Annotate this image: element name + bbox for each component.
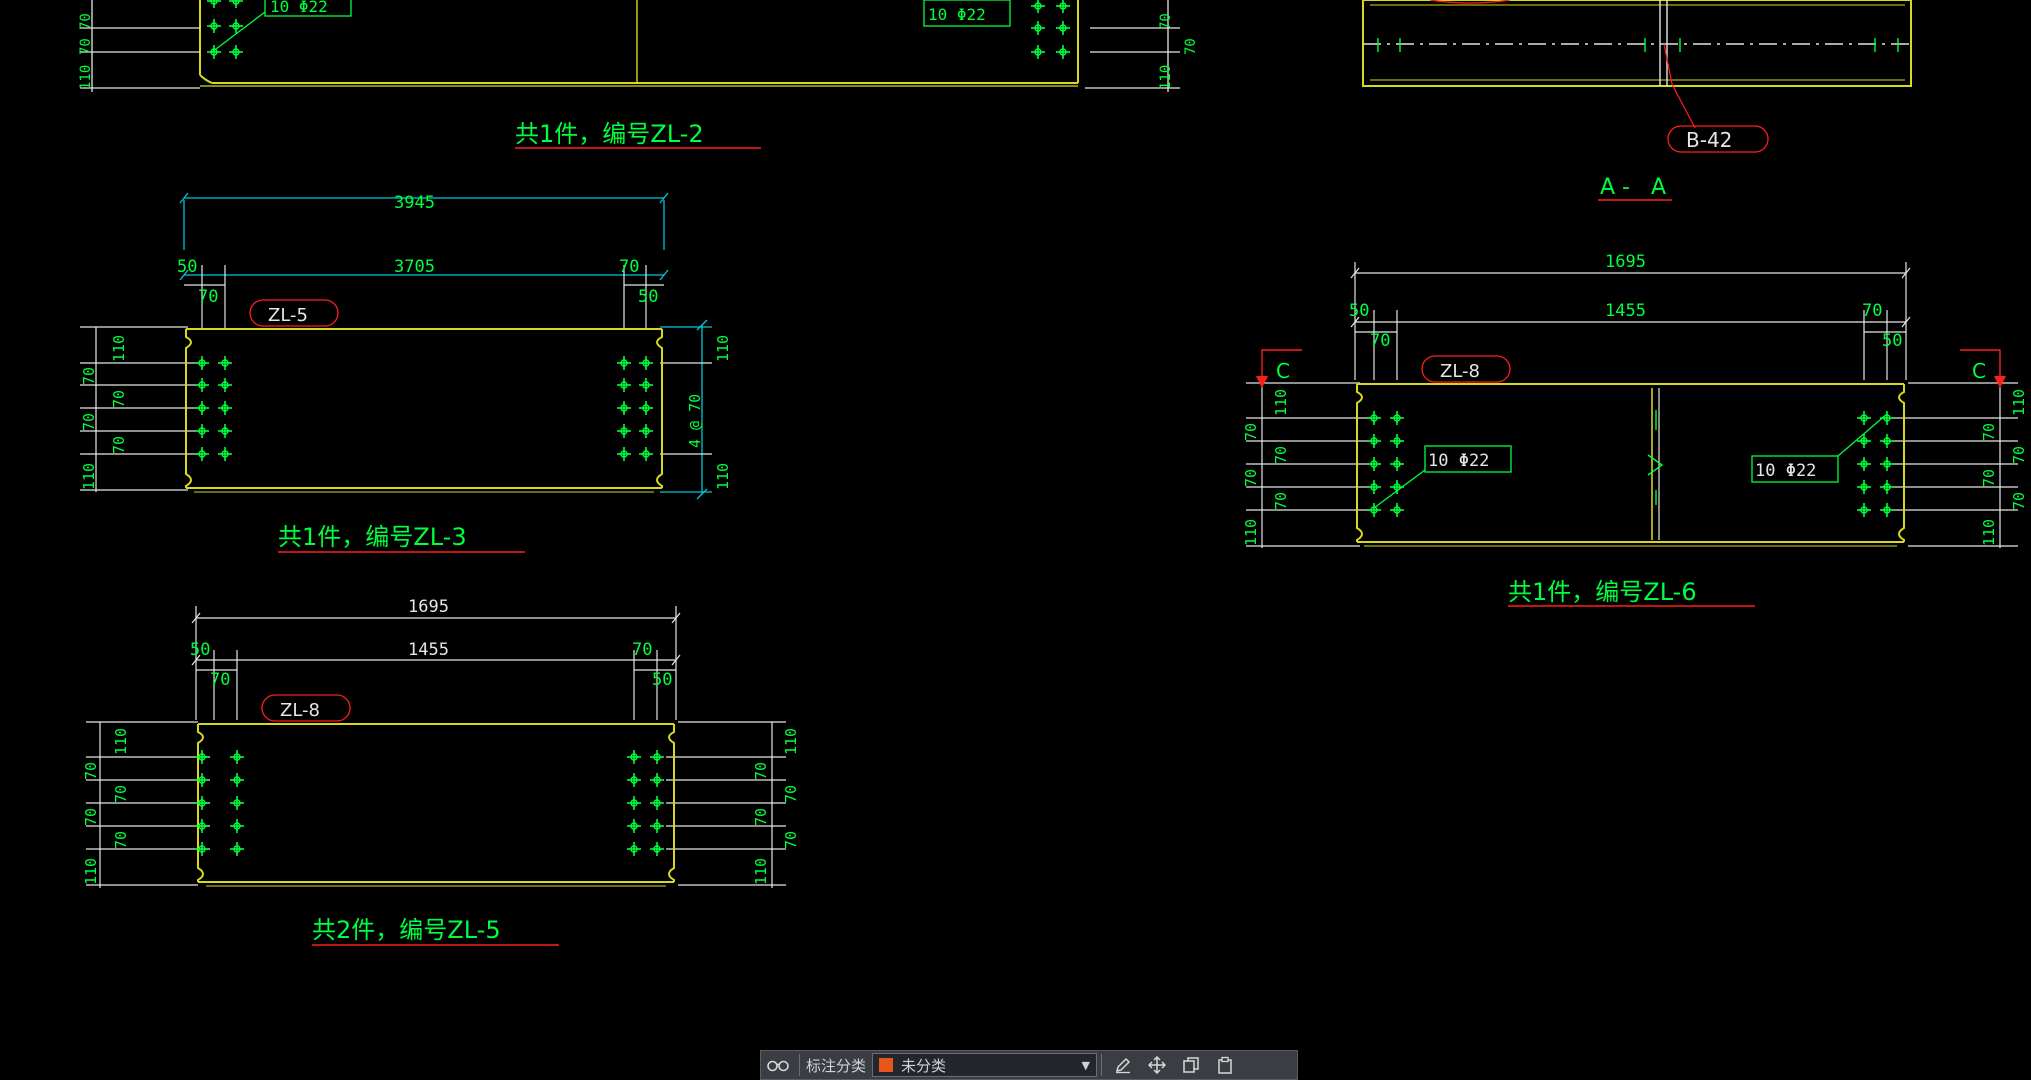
zl3-row-pitch: 70 bbox=[80, 413, 98, 431]
zl6-row-pitch: 70 bbox=[1980, 469, 1998, 487]
zl2-caption: 共1件，编号ZL-2 bbox=[515, 120, 704, 148]
zl6-row-pitch: 70 bbox=[1272, 446, 1290, 464]
zl5-tag: ZL-8 bbox=[280, 700, 320, 721]
zl5-row-pitch: 70 bbox=[752, 762, 770, 780]
zl5-dim-left-gauge: 70 bbox=[210, 670, 230, 690]
zl5-row-pitch: 70 bbox=[82, 808, 100, 826]
chevron-down-icon: ▼ bbox=[1081, 1058, 1091, 1072]
zl5-elevation: ZL-8 1695 1455 50 70 70 50 110 70 70 70 … bbox=[82, 597, 800, 946]
category-color-swatch bbox=[879, 1058, 894, 1072]
zl5-caption: 共2件，编号ZL-5 bbox=[312, 916, 501, 944]
toolbar-divider bbox=[799, 1054, 800, 1076]
zl2-note-right: 10 Φ22 bbox=[928, 5, 986, 24]
zl6-dim-left-gauge: 70 bbox=[1370, 331, 1390, 351]
zl6-dim-inner: 1455 bbox=[1605, 301, 1646, 321]
zl6-note-right: 10 Φ22 bbox=[1755, 461, 1816, 481]
zl3-tag: ZL-5 bbox=[268, 305, 308, 326]
zl3-dim-right-gauge: 70 bbox=[619, 257, 639, 277]
zl5-row-end: 110 bbox=[752, 858, 770, 885]
annotation-toolbar: 标注分类 未分类 ▼ bbox=[760, 1050, 1298, 1080]
zl6-row-pitch: 70 bbox=[1242, 423, 1260, 441]
zl6-row-end: 110 bbox=[1242, 519, 1260, 546]
zl6-elevation: 10 Φ22 10 Φ22 ZL-8 C C 1695 1455 50 70 7… bbox=[1242, 252, 2028, 607]
zl5-row-pitch: 70 bbox=[82, 762, 100, 780]
zl3-row-end-right-bottom: 110 bbox=[714, 463, 732, 490]
annotation-category-value: 未分类 bbox=[901, 1056, 947, 1075]
copy-icon[interactable] bbox=[1174, 1053, 1208, 1077]
zl5-row-pitch: 70 bbox=[752, 808, 770, 826]
zl3-row-pitch: 70 bbox=[110, 436, 128, 454]
zl3-dim-overall: 3945 bbox=[394, 193, 435, 213]
svg-text:70: 70 bbox=[1158, 13, 1174, 30]
zl2-elevation: 10 Φ22 10 Φ22 70 70 110 70 70 110 共1件，编号… bbox=[78, 0, 1199, 149]
zl3-row-pitch: 70 bbox=[110, 390, 128, 408]
zl6-tag: ZL-8 bbox=[1440, 361, 1480, 382]
zl6-row-pitch: 70 bbox=[2010, 492, 2028, 510]
paste-icon[interactable] bbox=[1208, 1053, 1242, 1077]
annotation-category-select[interactable]: 未分类 ▼ bbox=[872, 1053, 1098, 1077]
zl6-row-pitch: 70 bbox=[1272, 492, 1290, 510]
zl3-row-end-top: 110 bbox=[110, 335, 128, 362]
zl5-row-end: 110 bbox=[82, 858, 100, 885]
section-aa: B-42 A - A bbox=[1362, 0, 1912, 201]
zl6-row-end: 110 bbox=[1272, 389, 1290, 416]
zl3-dim-left-gauge: 70 bbox=[198, 287, 218, 307]
zl5-row-pitch: 70 bbox=[782, 831, 800, 849]
svg-text:70: 70 bbox=[78, 38, 94, 55]
edit-pen-icon[interactable] bbox=[1106, 1053, 1140, 1077]
zl5-dim-right-edge: 50 bbox=[652, 670, 672, 690]
svg-text:110: 110 bbox=[78, 65, 94, 90]
zl3-row-end-right-top: 110 bbox=[714, 335, 732, 362]
zl6-row-pitch: 70 bbox=[1242, 469, 1260, 487]
zl2-note-left: 10 Φ22 bbox=[270, 0, 328, 16]
zl6-row-pitch: 70 bbox=[1980, 423, 1998, 441]
zl3-dim-inner: 3705 bbox=[394, 257, 435, 277]
zl3-dim-left-edge: 50 bbox=[177, 257, 197, 277]
zl6-row-pitch: 70 bbox=[2010, 446, 2028, 464]
zl5-row-pitch: 70 bbox=[782, 785, 800, 803]
zl6-section-mark-right: C bbox=[1972, 359, 1986, 383]
zl3-caption: 共1件，编号ZL-3 bbox=[278, 523, 467, 551]
zl6-row-end: 110 bbox=[1980, 519, 1998, 546]
glasses-icon[interactable] bbox=[761, 1053, 795, 1077]
zl5-row-pitch: 70 bbox=[112, 785, 130, 803]
zl5-dim-inner: 1455 bbox=[408, 640, 449, 660]
zl6-dim-overall: 1695 bbox=[1605, 252, 1646, 272]
zl3-pitch-total: 4 @ 70 bbox=[686, 394, 704, 448]
zl3-row-pitch: 70 bbox=[80, 367, 98, 385]
aa-callout: B-42 bbox=[1686, 128, 1732, 152]
zl6-dim-right-edge: 50 bbox=[1882, 331, 1902, 351]
annotation-category-label: 标注分类 bbox=[806, 1056, 867, 1075]
zl5-row-end: 110 bbox=[782, 728, 800, 755]
aa-title: A - A bbox=[1600, 175, 1666, 200]
zl3-elevation: ZL-5 3945 3705 50 70 70 50 110 70 70 70 … bbox=[80, 192, 732, 553]
zl6-note-left: 10 Φ22 bbox=[1428, 451, 1489, 471]
zl6-dim-left-edge: 50 bbox=[1349, 301, 1369, 321]
zl5-row-pitch: 70 bbox=[112, 831, 130, 849]
zl5-row-end: 110 bbox=[112, 728, 130, 755]
zl3-row-end-bottom: 110 bbox=[80, 463, 98, 490]
zl5-dim-right-gauge: 70 bbox=[632, 640, 652, 660]
toolbar-divider bbox=[1101, 1054, 1103, 1076]
zl3-dim-right-edge: 50 bbox=[638, 287, 658, 307]
zl6-caption: 共1件，编号ZL-6 bbox=[1508, 578, 1697, 606]
zl6-dim-right-gauge: 70 bbox=[1862, 301, 1882, 321]
move-icon[interactable] bbox=[1140, 1053, 1174, 1077]
svg-text:70: 70 bbox=[78, 13, 94, 30]
zl5-dim-overall: 1695 bbox=[408, 597, 449, 617]
zl5-dim-left-edge: 50 bbox=[190, 640, 210, 660]
zl6-section-mark-left: C bbox=[1276, 359, 1290, 383]
svg-text:70: 70 bbox=[1183, 38, 1199, 55]
zl6-row-end: 110 bbox=[2010, 389, 2028, 416]
svg-text:110: 110 bbox=[1158, 65, 1174, 90]
